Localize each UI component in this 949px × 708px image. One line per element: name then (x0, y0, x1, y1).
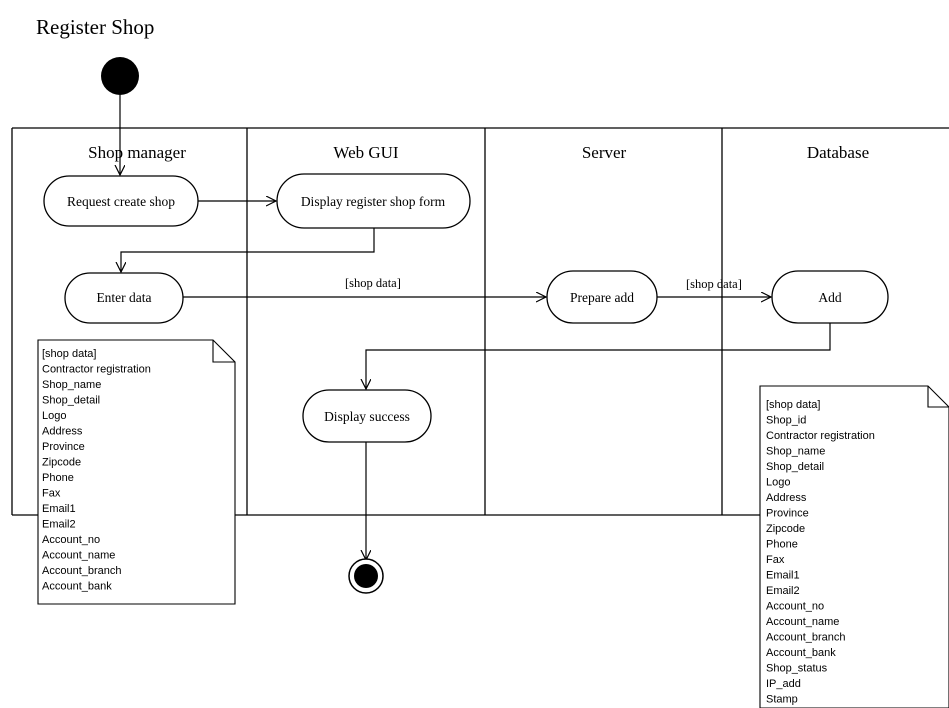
lane-title-shop-manager: Shop manager (88, 143, 186, 162)
initial-node (101, 57, 139, 95)
guard-shop-data-1: [shop data] (345, 276, 401, 290)
swimlane-frame (11, 127, 949, 516)
guard-shop-data-2: [shop data] (686, 277, 742, 291)
action-label: Prepare add (570, 290, 634, 305)
note-line: [shop data] (766, 399, 820, 411)
note-line: Shop_name (42, 379, 101, 391)
note-line: Logo (766, 477, 790, 489)
note-line: Email2 (42, 519, 76, 531)
note-line: Phone (766, 539, 798, 551)
note-line: Email2 (766, 585, 800, 597)
note-line: Address (42, 426, 83, 438)
lane-title-server: Server (582, 143, 627, 162)
note-line: Zipcode (766, 523, 805, 535)
note-line: Account_branch (42, 565, 122, 577)
action-prepare-add: Prepare add (546, 270, 658, 324)
action-add: Add (771, 270, 889, 324)
note-line: Province (42, 441, 85, 453)
note-line: Address (766, 492, 807, 504)
action-label: Add (818, 290, 841, 305)
action-enter-data: Enter data (64, 272, 184, 324)
control-flows (120, 95, 831, 560)
note-lines: [shop data] Contractor registrationShop_n… (42, 348, 151, 593)
action-label: Request create shop (67, 194, 175, 209)
action-label: Display success (324, 409, 410, 424)
note-line: Shop_detail (766, 461, 824, 473)
lane-title-web-gui: Web GUI (333, 143, 399, 162)
note-line: Shop_detail (42, 395, 100, 407)
note-line: Contractor registration (766, 430, 875, 442)
note-line: Shop_id (766, 415, 806, 427)
note-line: Phone (42, 472, 74, 484)
note-line: Province (766, 508, 809, 520)
action-request-create-shop: Request create shop (43, 175, 199, 227)
lane-title-database: Database (807, 143, 869, 162)
note-line: Account_no (42, 534, 100, 546)
note-line: Stamp (766, 694, 798, 706)
note-line: Account_no (766, 601, 824, 613)
note-line: Account_name (42, 550, 115, 562)
action-display-register-shop-form: Display register shop form (276, 173, 471, 229)
action-label: Enter data (96, 290, 151, 305)
note-line: Fax (766, 554, 785, 566)
flow-add-to-display-success (366, 323, 831, 389)
flow-display-form-to-enter-data (121, 228, 375, 272)
note-line: Logo (42, 410, 66, 422)
note-shop-manager-data: [shop data] Contractor registrationShop_n… (37, 339, 236, 605)
note-line: [shop data] (42, 348, 96, 360)
diagram-title: Register Shop (36, 15, 154, 39)
action-display-success: Display success (302, 389, 432, 443)
note-line: IP_add (766, 678, 801, 690)
note-line: Account_branch (766, 632, 846, 644)
note-line: Account_name (766, 616, 839, 628)
final-node (348, 558, 384, 594)
note-line: Shop_name (766, 446, 825, 458)
note-line: Contractor registration (42, 364, 151, 376)
note-line: Account_bank (766, 647, 836, 659)
note-line: Account_bank (42, 581, 112, 593)
note-line: Zipcode (42, 457, 81, 469)
note-line: Email1 (42, 503, 76, 515)
note-line: Email1 (766, 570, 800, 582)
note-line: Shop_status (766, 663, 828, 675)
action-label: Display register shop form (301, 194, 446, 209)
note-line: Fax (42, 488, 61, 500)
